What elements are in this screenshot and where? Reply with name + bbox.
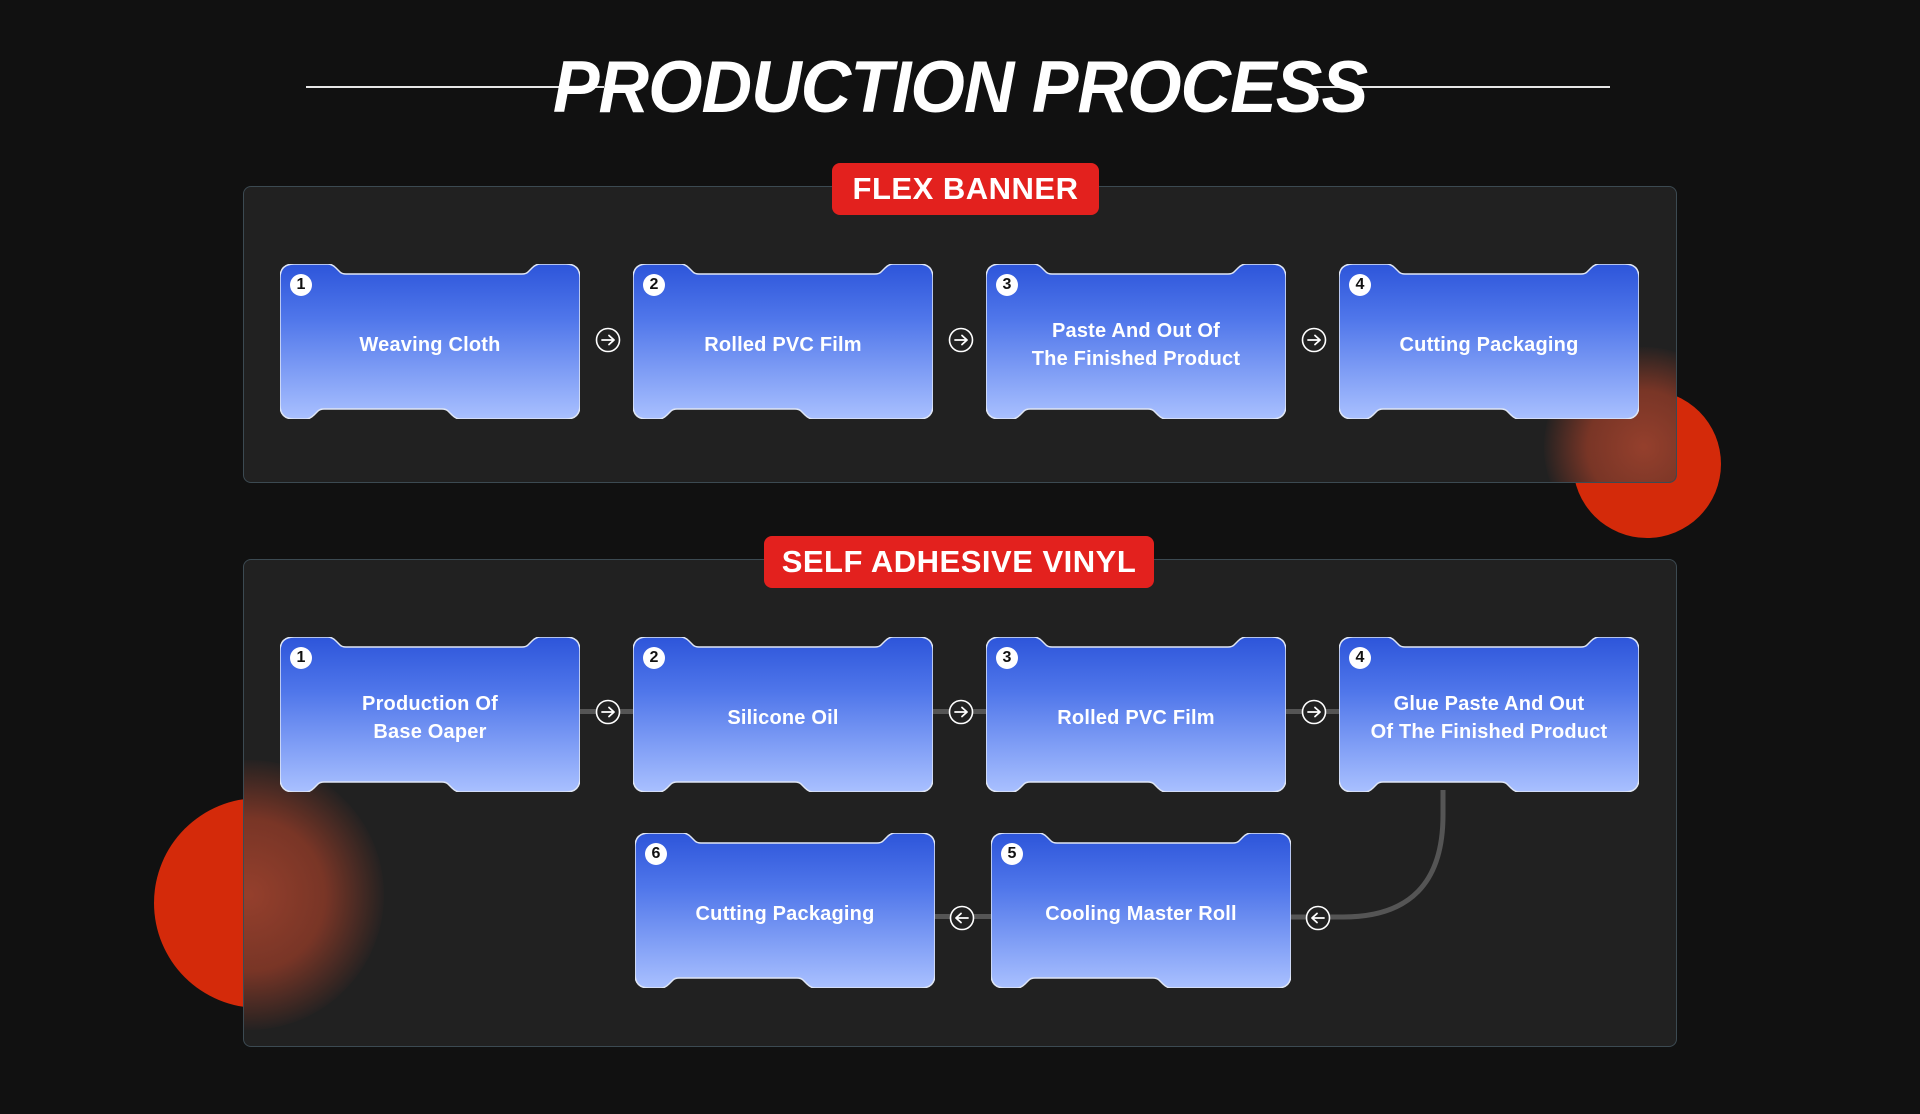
step-label: Silicone Oil bbox=[727, 706, 839, 729]
step-label: Paste And Out Of The Finished Product bbox=[1031, 319, 1241, 370]
arrow-right-circle-icon bbox=[948, 699, 974, 725]
step-label: Cutting Packaging bbox=[1399, 333, 1579, 356]
step-label: Rolled PVC Film bbox=[1057, 706, 1215, 729]
step-label: Cutting Packaging bbox=[695, 902, 875, 925]
arrow-right-circle-icon bbox=[595, 327, 621, 353]
step-number-badge: 3 bbox=[996, 274, 1018, 296]
flex-banner-badge: FLEX BANNER bbox=[832, 163, 1099, 215]
step-number-badge: 5 bbox=[1001, 843, 1023, 865]
step-label: Production Of Base Oaper bbox=[362, 692, 498, 743]
step-number-badge: 2 bbox=[643, 274, 665, 296]
self-adhesive-vinyl-badge: SELF ADHESIVE VINYL bbox=[764, 536, 1154, 588]
step-label: Cooling Master Roll bbox=[1045, 902, 1237, 925]
step-label: Glue Paste And Out Of The Finished Produ… bbox=[1370, 692, 1608, 743]
arrow-right-circle-icon bbox=[1301, 327, 1327, 353]
arrow-left-circle-icon bbox=[949, 905, 975, 931]
title-rule-right bbox=[1312, 86, 1610, 88]
arrow-right-circle-icon bbox=[948, 327, 974, 353]
step-number-badge: 2 bbox=[643, 647, 665, 669]
step-number-badge: 4 bbox=[1349, 274, 1371, 296]
step-label: Rolled PVC Film bbox=[704, 333, 862, 356]
step-number-badge: 6 bbox=[645, 843, 667, 865]
arrow-right-circle-icon bbox=[595, 699, 621, 725]
arrow-left-circle-icon bbox=[1305, 905, 1331, 931]
step-number-badge: 4 bbox=[1349, 647, 1371, 669]
self-adhesive-vinyl-panel bbox=[243, 559, 1677, 1047]
title-rule-left bbox=[306, 86, 604, 88]
step-number-badge: 3 bbox=[996, 647, 1018, 669]
step-number-badge: 1 bbox=[290, 647, 312, 669]
step-label: Weaving Cloth bbox=[359, 333, 501, 356]
page-title: PRODUCTION PROCESS bbox=[552, 46, 1368, 128]
arrow-right-circle-icon bbox=[1301, 699, 1327, 725]
step-number-badge: 1 bbox=[290, 274, 312, 296]
